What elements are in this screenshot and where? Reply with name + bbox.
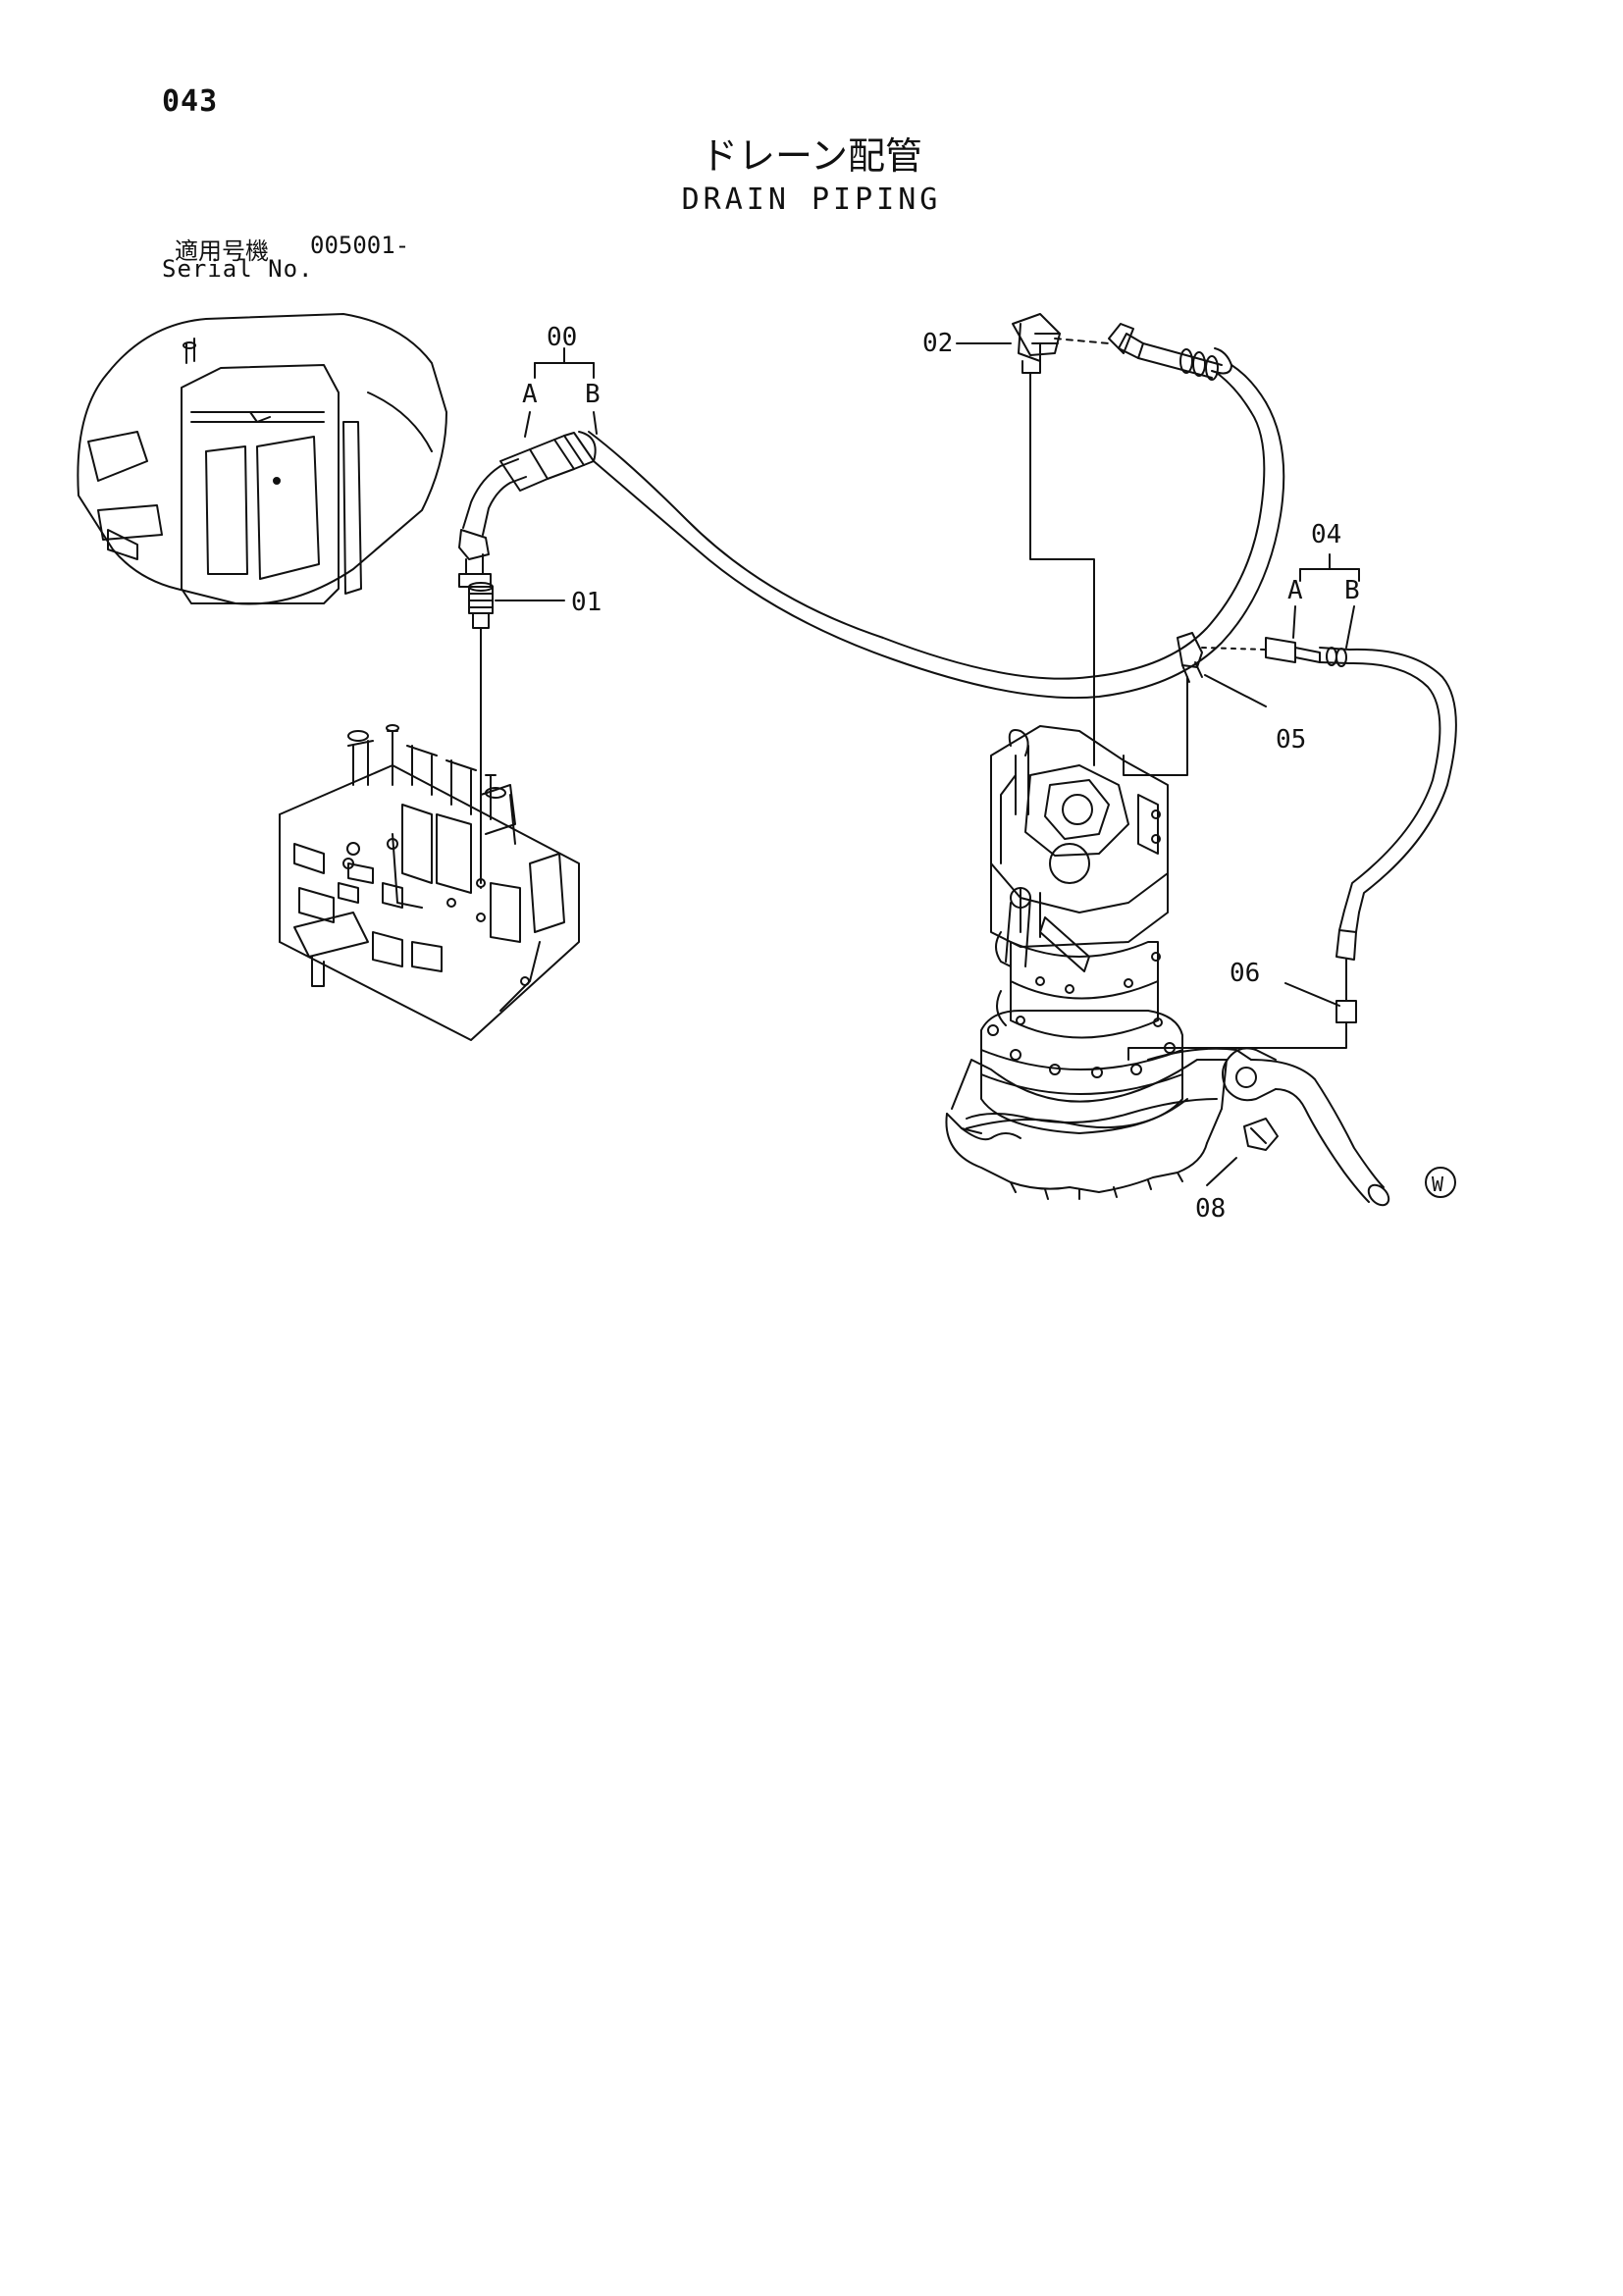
control-valve-illustration: [279, 724, 580, 1041]
callout-04: 04: [1311, 520, 1341, 549]
callout-04-a: A: [1287, 576, 1303, 605]
callout-04-bracket: [1292, 553, 1360, 649]
callout-00-a: A: [522, 380, 538, 409]
part-02-elbow: [1012, 313, 1110, 766]
callout-05: 05: [1276, 725, 1306, 755]
w-mark-circle: [1425, 1167, 1456, 1198]
part-04-drain-hose: [1127, 637, 1457, 1061]
leader-05: [1204, 674, 1267, 707]
leader-06: [1284, 982, 1340, 1007]
page-number: 043: [162, 84, 219, 119]
part-08-elbow: [1243, 1118, 1279, 1151]
excavator-body-illustration: [77, 313, 447, 605]
page-title-en: DRAIN PIPING: [681, 183, 942, 217]
callout-01: 01: [571, 588, 602, 617]
callout-06: 06: [1230, 959, 1260, 988]
page-title-jp: ドレーン配管: [700, 134, 923, 178]
callout-00-b: B: [585, 380, 601, 409]
serial-label-jp: 適用号機: [175, 237, 269, 265]
callout-00: 00: [547, 323, 577, 352]
swing-motor-illustration: [945, 725, 1390, 1207]
callout-04-b: B: [1344, 576, 1360, 605]
part-05-elbow: [1123, 632, 1267, 776]
callout-08: 08: [1195, 1194, 1226, 1224]
part-01-adapter: [468, 582, 494, 889]
callout-00-bracket: [524, 347, 598, 438]
leader-08: [1206, 1157, 1237, 1186]
callout-02: 02: [922, 329, 953, 358]
part-00-drain-hose: [458, 323, 1285, 700]
serial-label-en: Serial No.: [162, 255, 314, 283]
callout-w: W: [1432, 1173, 1444, 1196]
serial-number-value: 005001-: [310, 232, 410, 259]
